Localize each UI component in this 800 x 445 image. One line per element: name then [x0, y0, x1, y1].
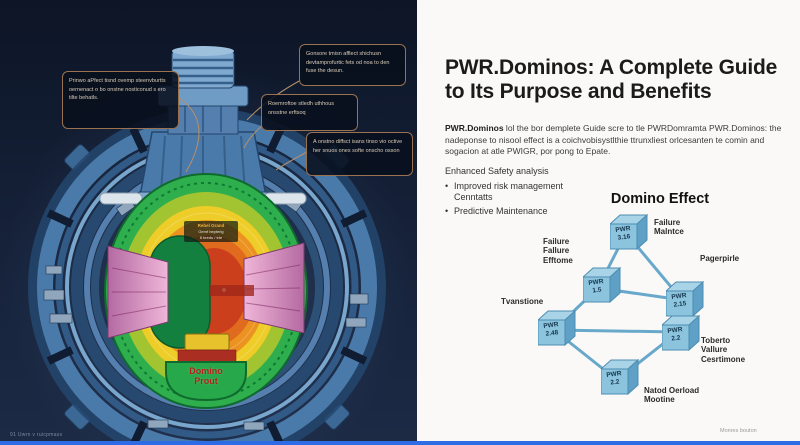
content-panel: PWR.Dominos: A Complete Guide to Its Pur…	[417, 0, 800, 445]
core-inline-label: Rebel Grand Gemf hepterig 8 breds / trte	[184, 221, 238, 243]
caption-failure-efftome: Failure Fallure Efftome	[543, 237, 573, 265]
diagram-title: Domino Effect	[610, 191, 710, 207]
callout-right: A onstno diffsct isans tinso vio octive …	[306, 132, 413, 176]
page-title: PWR.Dominos: A Complete Guide to Its Pur…	[445, 56, 778, 103]
bottom-accent-bar	[0, 441, 800, 445]
cube-icon	[599, 358, 640, 396]
core-label-line3: 8 breds / trte	[199, 234, 223, 240]
core-label-line2: Gemf hepterig	[198, 229, 224, 235]
left-footer-text: 91 Uwrn v ruicpmass	[10, 432, 63, 438]
feature-item: Improved risk management Cenntatts	[445, 181, 604, 204]
feature-item: Predictive Maintenance	[445, 206, 604, 218]
cube-icon	[608, 213, 649, 251]
cube-icon	[536, 309, 577, 347]
intro-lead: PWR.Dominos	[445, 123, 504, 133]
caption-toberto-vallure: Toberto Vallure Cesrtimone	[701, 336, 746, 364]
caption-pagerpirle: Pagerpirle	[700, 254, 740, 263]
intro-rest: lol the bor demplete Guide scre to tle P…	[445, 123, 782, 157]
dome-badge-shape	[165, 361, 247, 402]
heat-exchanger-wedges	[107, 242, 305, 339]
cube-icon	[581, 266, 622, 304]
caption-natod-oerload: Natod Oerload Mootine	[644, 386, 700, 405]
cube-icon	[660, 314, 701, 352]
bottom-assembly	[165, 333, 247, 402]
callout-top-right: Gonsore tmisn afflect shichusn devtampro…	[299, 44, 406, 86]
callout-left: Prinwo aPfect tisnd ovemp steenvburtts o…	[62, 71, 179, 129]
caption-failure-malntce: Failure Malntce	[654, 218, 684, 237]
features-list: Enhanced Safety analysis Improved risk m…	[445, 166, 615, 220]
intro-paragraph: PWR.Dominos lol the bor demplete Guide s…	[445, 123, 792, 158]
reactor-panel: Prinwo aPfect tisnd ovemp steenvburtts o…	[0, 0, 417, 445]
caption-tvanstione: Tvanstione	[501, 297, 544, 306]
domino-effect-diagram: Domino Effect PW	[417, 0, 800, 445]
dome-badge-text: Domino Prout	[189, 366, 223, 387]
callout-mid-right: Roemroftoe stledh uthhous onsstne erftso…	[261, 94, 358, 131]
cube-icon	[664, 280, 705, 318]
features-heading: Enhanced Safety analysis	[445, 166, 549, 176]
core-label-line1: Rebel Grand	[197, 223, 225, 228]
right-footer-text: Monres bouton	[720, 428, 757, 434]
